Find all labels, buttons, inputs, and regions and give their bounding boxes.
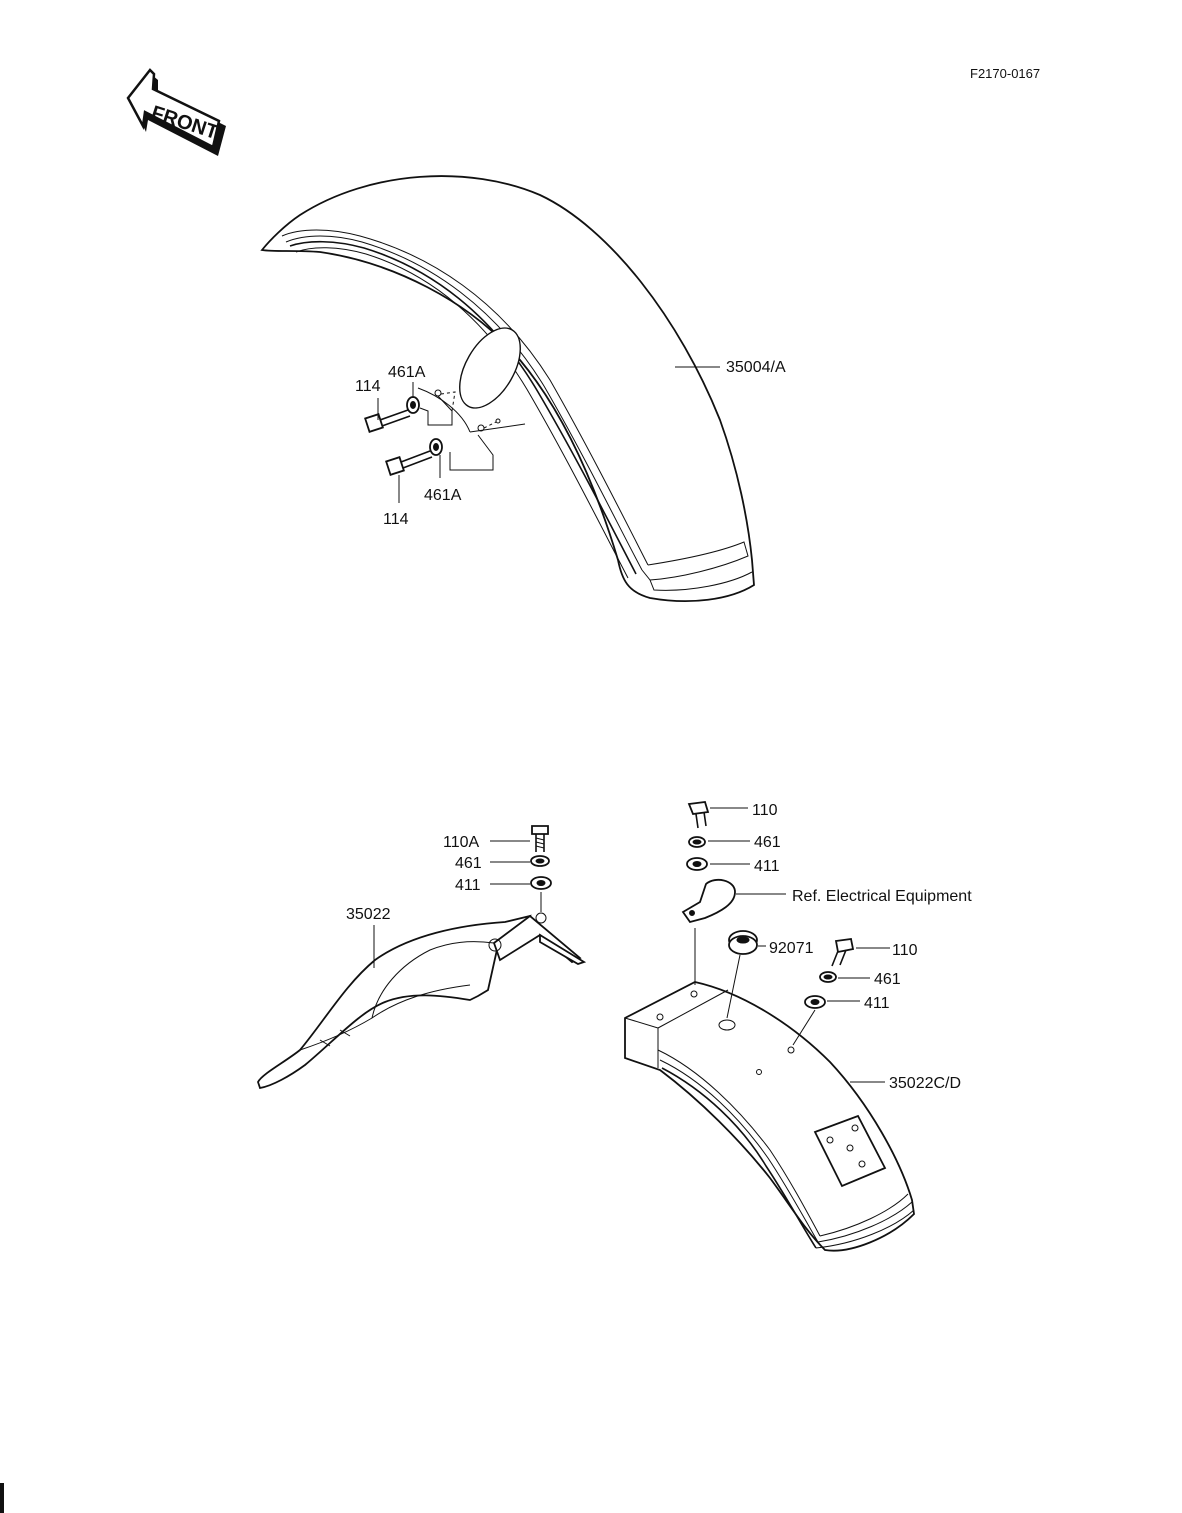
rear-inner-washer bbox=[530, 876, 552, 890]
rear-right-bolt-label: 110 bbox=[892, 942, 918, 959]
rear-top-washer bbox=[686, 857, 708, 871]
front-fender bbox=[260, 175, 755, 602]
rear-inner-bolt bbox=[531, 825, 549, 852]
grommet bbox=[728, 930, 758, 955]
rear-right-washer bbox=[804, 995, 826, 1009]
rear-inner-fender bbox=[257, 912, 587, 1090]
grommet-label: 92071 bbox=[769, 940, 814, 957]
cable-clamp bbox=[681, 878, 736, 924]
front-bolt-upper bbox=[364, 409, 411, 433]
clamp-ref-label: Ref. Electrical Equipment bbox=[792, 888, 972, 905]
scan-edge-mark bbox=[0, 1483, 4, 1513]
rear-inner-fender-label: 35022 bbox=[346, 906, 391, 923]
rear-top-washer-label: 411 bbox=[754, 858, 780, 875]
rear-inner-lock-washer bbox=[530, 855, 550, 867]
rear-right-lock-washer-label: 461 bbox=[874, 971, 901, 988]
rear-inner-washer-label: 411 bbox=[455, 877, 481, 894]
front-bolt-lower-label: 114 bbox=[383, 511, 409, 528]
rear-right-lock-washer bbox=[819, 971, 837, 983]
front-washer-lower-label: 461A bbox=[424, 487, 462, 504]
rear-inner-lock-washer-label: 461 bbox=[455, 855, 482, 872]
front-bolt-upper-label: 114 bbox=[355, 378, 381, 395]
front-washer-lower bbox=[429, 438, 443, 456]
rear-top-lock-washer-label: 461 bbox=[754, 834, 781, 851]
rear-right-washer-label: 411 bbox=[864, 995, 890, 1012]
diagram-code: F2170-0167 bbox=[970, 66, 1040, 81]
front-fender-label: 35004/A bbox=[726, 359, 786, 376]
rear-top-bolt-label: 110 bbox=[752, 802, 778, 819]
front-bolt-lower bbox=[385, 450, 433, 476]
front-washer-upper bbox=[406, 396, 420, 414]
rear-top-bolt bbox=[687, 801, 710, 829]
rear-right-bolt bbox=[831, 937, 855, 967]
front-washer-upper-label: 461A bbox=[388, 364, 426, 381]
rear-fender-label: 35022C/D bbox=[889, 1075, 961, 1092]
rear-top-lock-washer bbox=[688, 836, 706, 848]
rear-fender bbox=[624, 981, 915, 1252]
front-arrow-icon: FRONT bbox=[126, 68, 226, 156]
rear-inner-bolt-label: 110A bbox=[443, 834, 480, 851]
